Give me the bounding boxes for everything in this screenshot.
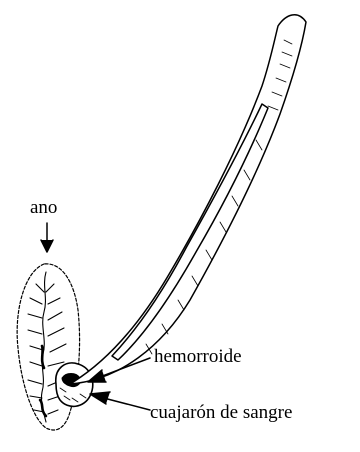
anus-label: ano — [30, 197, 57, 218]
blood-clot-arrow — [90, 392, 150, 410]
blood-clot-label: cuajarón de sangre — [150, 402, 292, 423]
forceps — [70, 15, 306, 384]
hemorrhoid-label: hemorroide — [154, 346, 242, 367]
anus-arrow — [41, 223, 53, 252]
